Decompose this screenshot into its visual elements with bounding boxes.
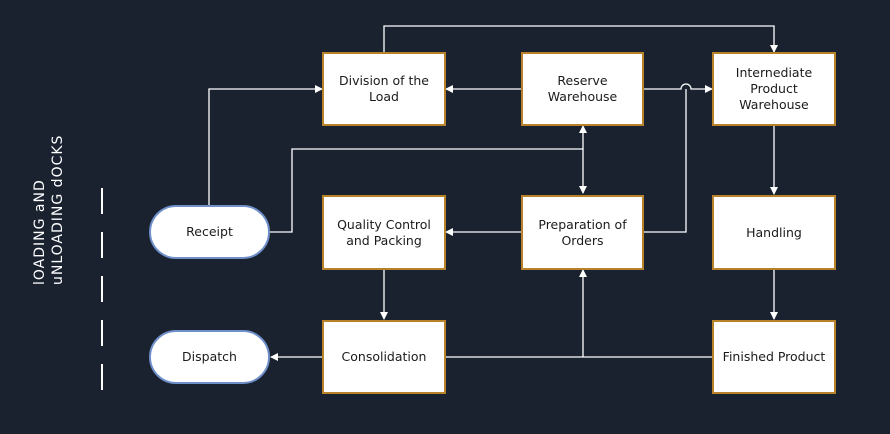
docks-side-label: lOADING aND uNLOADING dOCKS [31,134,71,285]
node-label: Consolidation [341,349,427,364]
docks-label-line-2: uNLOADING dOCKS [50,134,66,285]
node-label: Reserve Warehouse [547,73,618,104]
node-finished-product[interactable]: Finished Product [712,320,836,394]
arrow-receipt-to-reserve [269,125,587,233]
arrow-division-to-intermediate [383,25,778,53]
node-preparation-of-orders[interactable]: Preparation of Orders [521,195,644,270]
arrow-receipt-to-division [208,85,323,206]
docks-label-line-1: lOADING aND [32,179,48,285]
node-label: Receipt [186,224,233,239]
node-intermediate-product-warehouse[interactable]: Internediate Product Warehouse [712,52,836,126]
node-consolidation[interactable]: Consolidation [322,320,446,394]
node-label: Quality Control and Packing [337,216,431,248]
node-reserve-warehouse[interactable]: Reserve Warehouse [521,52,644,126]
node-quality-control-and-packing[interactable]: Quality Control and Packing [322,195,446,270]
node-handling[interactable]: Handling [712,195,836,270]
arrow-reserve-to-intermediate [643,83,713,93]
docks-dashed-divider [101,188,103,390]
node-receipt[interactable]: Receipt [149,205,270,259]
node-label: Handling [746,224,802,240]
node-dispatch[interactable]: Dispatch [149,330,270,384]
node-division-of-the-load[interactable]: Division of the Load [322,52,446,126]
node-label: Internediate Product Warehouse [735,65,813,112]
line-preparation-to-intermediate [643,89,687,233]
node-label: Finished Product [722,349,826,364]
node-label: Dispatch [182,349,237,364]
node-label: Division of the Load [338,73,430,104]
node-label: Preparation of Orders [538,216,627,248]
